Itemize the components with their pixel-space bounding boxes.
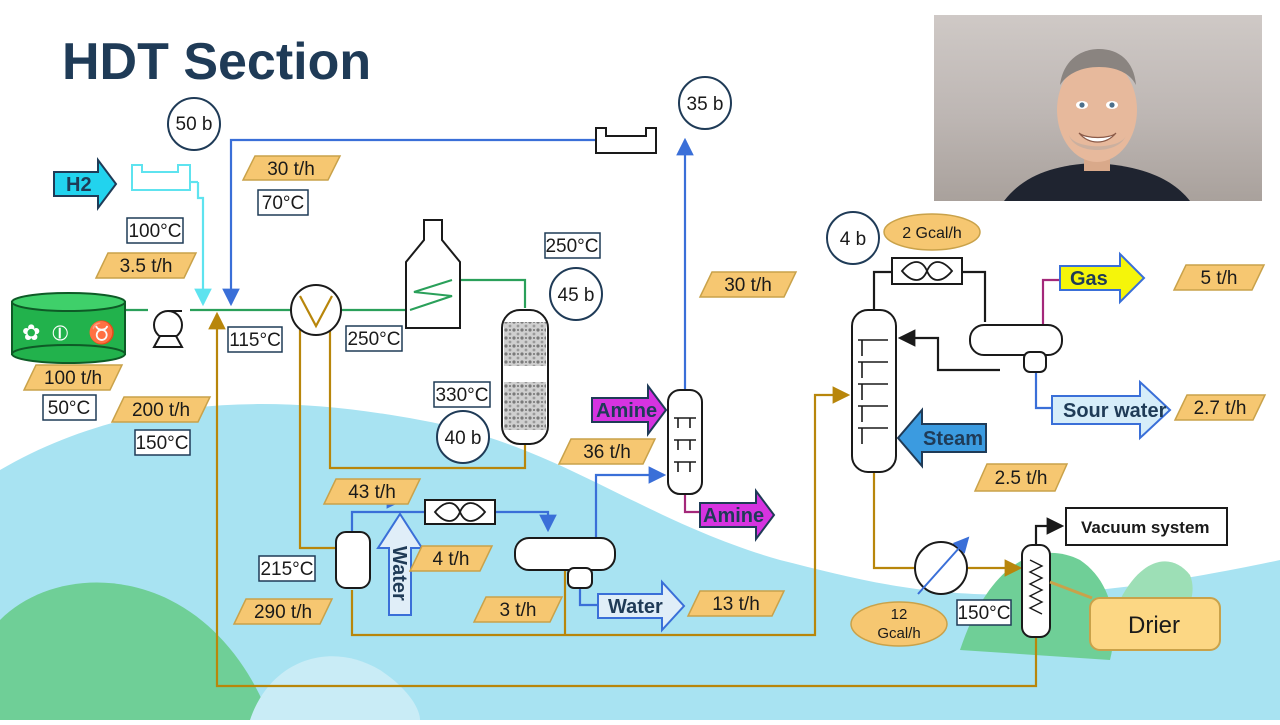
water-in-label: Water	[388, 546, 410, 601]
flow-sep-liq: 290 t/h	[254, 602, 312, 623]
drier-box: Drier	[1049, 580, 1221, 651]
reflux-drum	[969, 324, 1063, 373]
cow-icon: ♉	[88, 320, 115, 345]
sour-water-label: Sour water	[1063, 400, 1167, 422]
flower-icon: ✿	[22, 320, 40, 345]
amine-out-label: Amine	[703, 505, 764, 527]
temp-reactor-out: 330°C	[435, 385, 488, 406]
duty-overhead-cooler: 2 Gcal/h	[883, 213, 981, 251]
flow-feed: 100 t/h	[44, 368, 102, 389]
furnace	[405, 219, 461, 329]
flow-bottoms-recycle: 200 t/h	[132, 400, 190, 421]
temp-hp-sep: 215°C	[260, 559, 313, 580]
temp-drier: 150°C	[957, 603, 1010, 624]
vacuum-label: Vacuum system	[1081, 518, 1210, 537]
flow-h2: 3.5 t/h	[120, 256, 173, 277]
water-out-label: Water	[608, 596, 663, 618]
pressure-4: 4 b	[826, 211, 880, 265]
svg-text:35 b: 35 b	[687, 94, 724, 115]
pressure-50: 50 b	[167, 97, 221, 151]
flow-gas-out: 5 t/h	[1201, 268, 1238, 289]
feed-pump	[152, 310, 184, 348]
water-out-arrow: Water	[597, 579, 686, 633]
temp-boxes	[42, 189, 1012, 626]
amine-in-label: Amine	[596, 400, 657, 422]
svg-text:50 b: 50 b	[176, 114, 213, 135]
gas-arrow: Gas	[1059, 251, 1146, 305]
temp-reactor-in: 250°C	[545, 236, 598, 257]
amine-out-arrow: Amine	[699, 488, 776, 542]
flow-hp-sep: 43 t/h	[348, 482, 396, 503]
temp-exch-out: 250°C	[347, 329, 400, 350]
flow-to-water: 3 t/h	[500, 600, 537, 621]
flow-amine-top: 30 t/h	[724, 275, 772, 296]
svg-text:45 b: 45 b	[558, 285, 595, 306]
reactor	[501, 309, 549, 445]
steam-label: Steam	[923, 428, 983, 450]
h2-arrow: H2	[53, 157, 118, 211]
feed-effluent-exchanger	[290, 284, 342, 336]
pressure-40: 40 b	[436, 410, 490, 464]
svg-text:Gcal/h: Gcal/h	[877, 625, 920, 642]
drier-label: Drier	[1128, 612, 1180, 639]
vacuum-box: Vacuum system	[1065, 507, 1228, 546]
temp-recycle: 70°C	[262, 193, 304, 214]
duty-reboiler: 12 Gcal/h	[850, 601, 948, 647]
pressure-35: 35 b	[678, 76, 732, 130]
flow-tag-labels: 30 t/h 3.5 t/h 100 t/h 200 t/h 30 t/h 36…	[44, 159, 1246, 623]
feed-tank: ✿ ⦶ ♉	[11, 292, 126, 364]
temp-exch-in: 115°C	[229, 330, 281, 351]
temp-labels: 100°C 70°C 50°C 150°C 115°C 250°C 250°C …	[48, 193, 1011, 624]
steam-arrow: Steam	[896, 407, 987, 469]
sour-water-arrow: Sour water	[1051, 379, 1172, 441]
flow-wash-water: 4 t/h	[433, 549, 470, 570]
amine-in-arrow: Amine	[591, 383, 668, 437]
temp-mix: 150°C	[135, 433, 188, 454]
pressure-45: 45 b	[549, 267, 603, 321]
gas-label: Gas	[1070, 268, 1108, 290]
drier-vessel	[1021, 544, 1051, 638]
flow-tags	[22, 155, 1267, 625]
overhead-cooler	[891, 257, 963, 285]
flow-sour-water: 2.7 t/h	[1194, 398, 1247, 419]
page-title: HDT Section	[62, 33, 371, 91]
flow-amine-gas: 36 t/h	[583, 442, 631, 463]
temp-h2: 100°C	[128, 221, 181, 242]
flow-recycle: 30 t/h	[267, 159, 315, 180]
svg-text:12: 12	[891, 606, 908, 623]
h2-label: H2	[66, 174, 92, 196]
svg-text:40 b: 40 b	[445, 428, 482, 449]
lp-separator	[514, 537, 616, 589]
temp-feed: 50°C	[48, 398, 90, 419]
hp-separator	[335, 531, 371, 589]
amine-absorber	[667, 389, 703, 495]
air-cooler	[424, 499, 496, 525]
flow-water-out: 13 t/h	[712, 594, 760, 615]
cutlery-icon: ⦶	[52, 320, 68, 345]
presenter-webcam	[934, 15, 1262, 201]
svg-text:4 b: 4 b	[840, 229, 866, 250]
h2-compressor	[131, 164, 191, 191]
reboiler	[914, 536, 970, 595]
presenter-silhouette	[1004, 49, 1190, 201]
svg-text:2 Gcal/h: 2 Gcal/h	[902, 225, 962, 242]
recycle-compressor	[595, 127, 657, 154]
pipes	[125, 137, 1065, 688]
water-in-arrow: Water	[376, 512, 424, 616]
stripper-column	[851, 309, 897, 473]
flow-steam: 2.5 t/h	[995, 468, 1048, 489]
